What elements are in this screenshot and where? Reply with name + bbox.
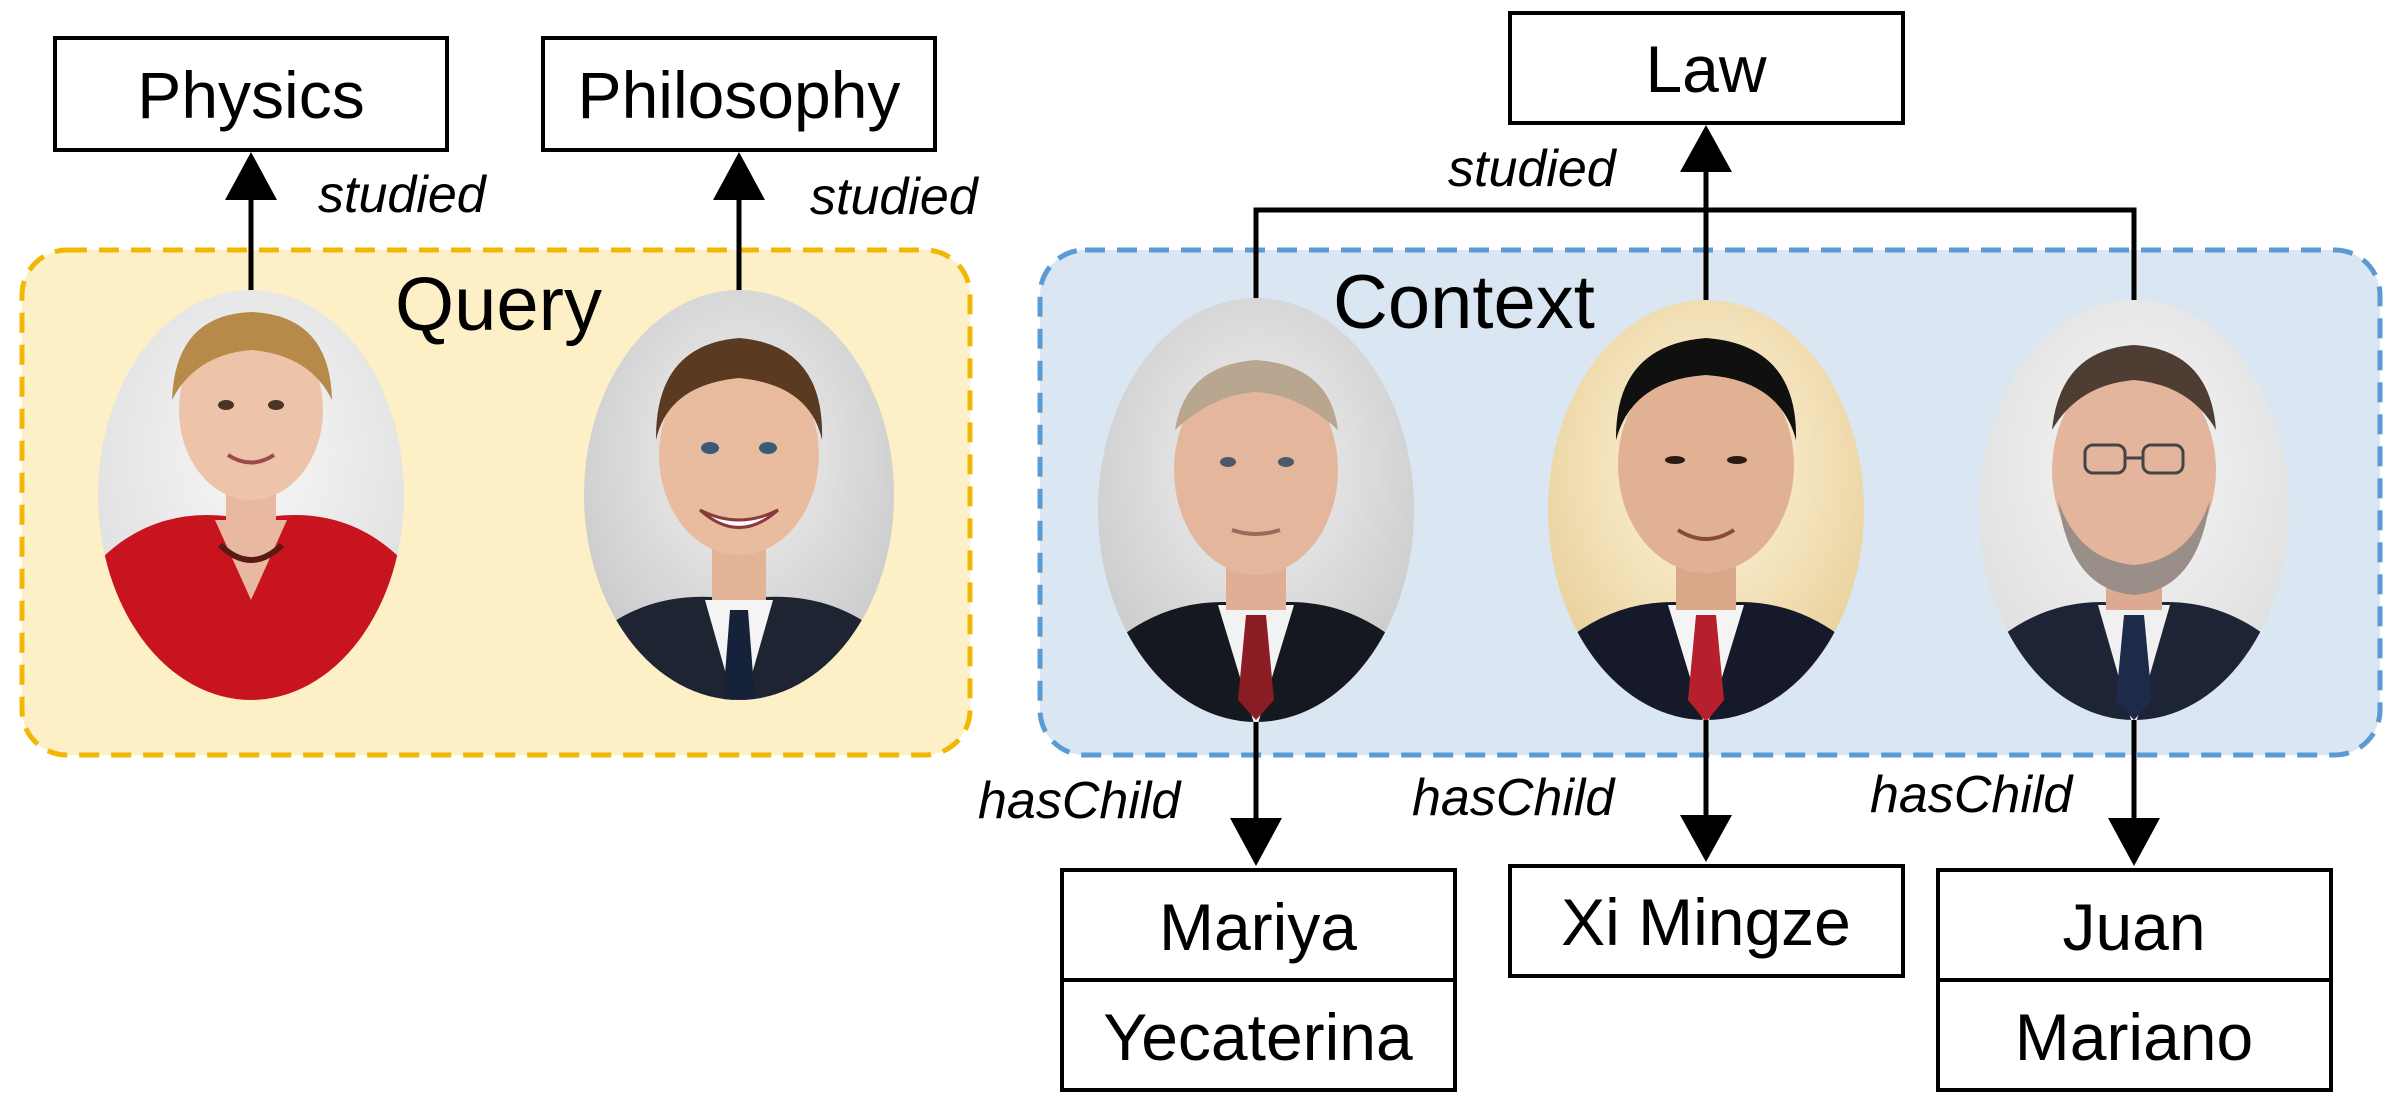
edge-label-haschild-xi: hasChild [1412,769,1616,827]
portrait-context-3 [1979,300,2289,720]
query-label: Query [395,262,602,347]
portrait-query-1 [98,290,404,700]
entity-law-label: Law [1645,32,1766,106]
edge-haschild-xi [1680,720,1732,862]
child-juan-line2: Mariano [2015,1000,2253,1074]
edge-label-haschild-juan: hasChild [1870,766,2074,824]
edge-label-studied-physics: studied [318,166,488,224]
edge-label-studied-law: studied [1448,140,1618,198]
entity-physics-label: Physics [137,58,364,132]
edge-label-haschild-mariya: hasChild [978,772,1182,830]
entity-child-xi: Xi Mingze [1508,864,1905,978]
entity-philosophy-label: Philosophy [578,58,901,132]
entity-child-juan: Juan Mariano [1936,868,2333,1092]
entity-physics: Physics [53,36,449,152]
child-juan-line1: Juan [2062,890,2205,964]
edge-studied-law [1253,125,2137,300]
edge-label-studied-philosophy: studied [810,168,980,226]
edge-haschild-mariya [1230,715,1282,866]
entity-philosophy: Philosophy [541,36,937,152]
child-xi-label: Xi Mingze [1561,885,1851,959]
portrait-context-2 [1548,300,1864,720]
entity-law: Law [1508,11,1905,125]
child-mariya-line1: Mariya [1159,890,1357,964]
context-label: Context [1333,260,1595,345]
edge-haschild-juan [2108,715,2160,866]
child-mariya-line2: Yecaterina [1103,1000,1413,1074]
entity-child-mariya: Mariya Yecaterina [1060,868,1457,1092]
